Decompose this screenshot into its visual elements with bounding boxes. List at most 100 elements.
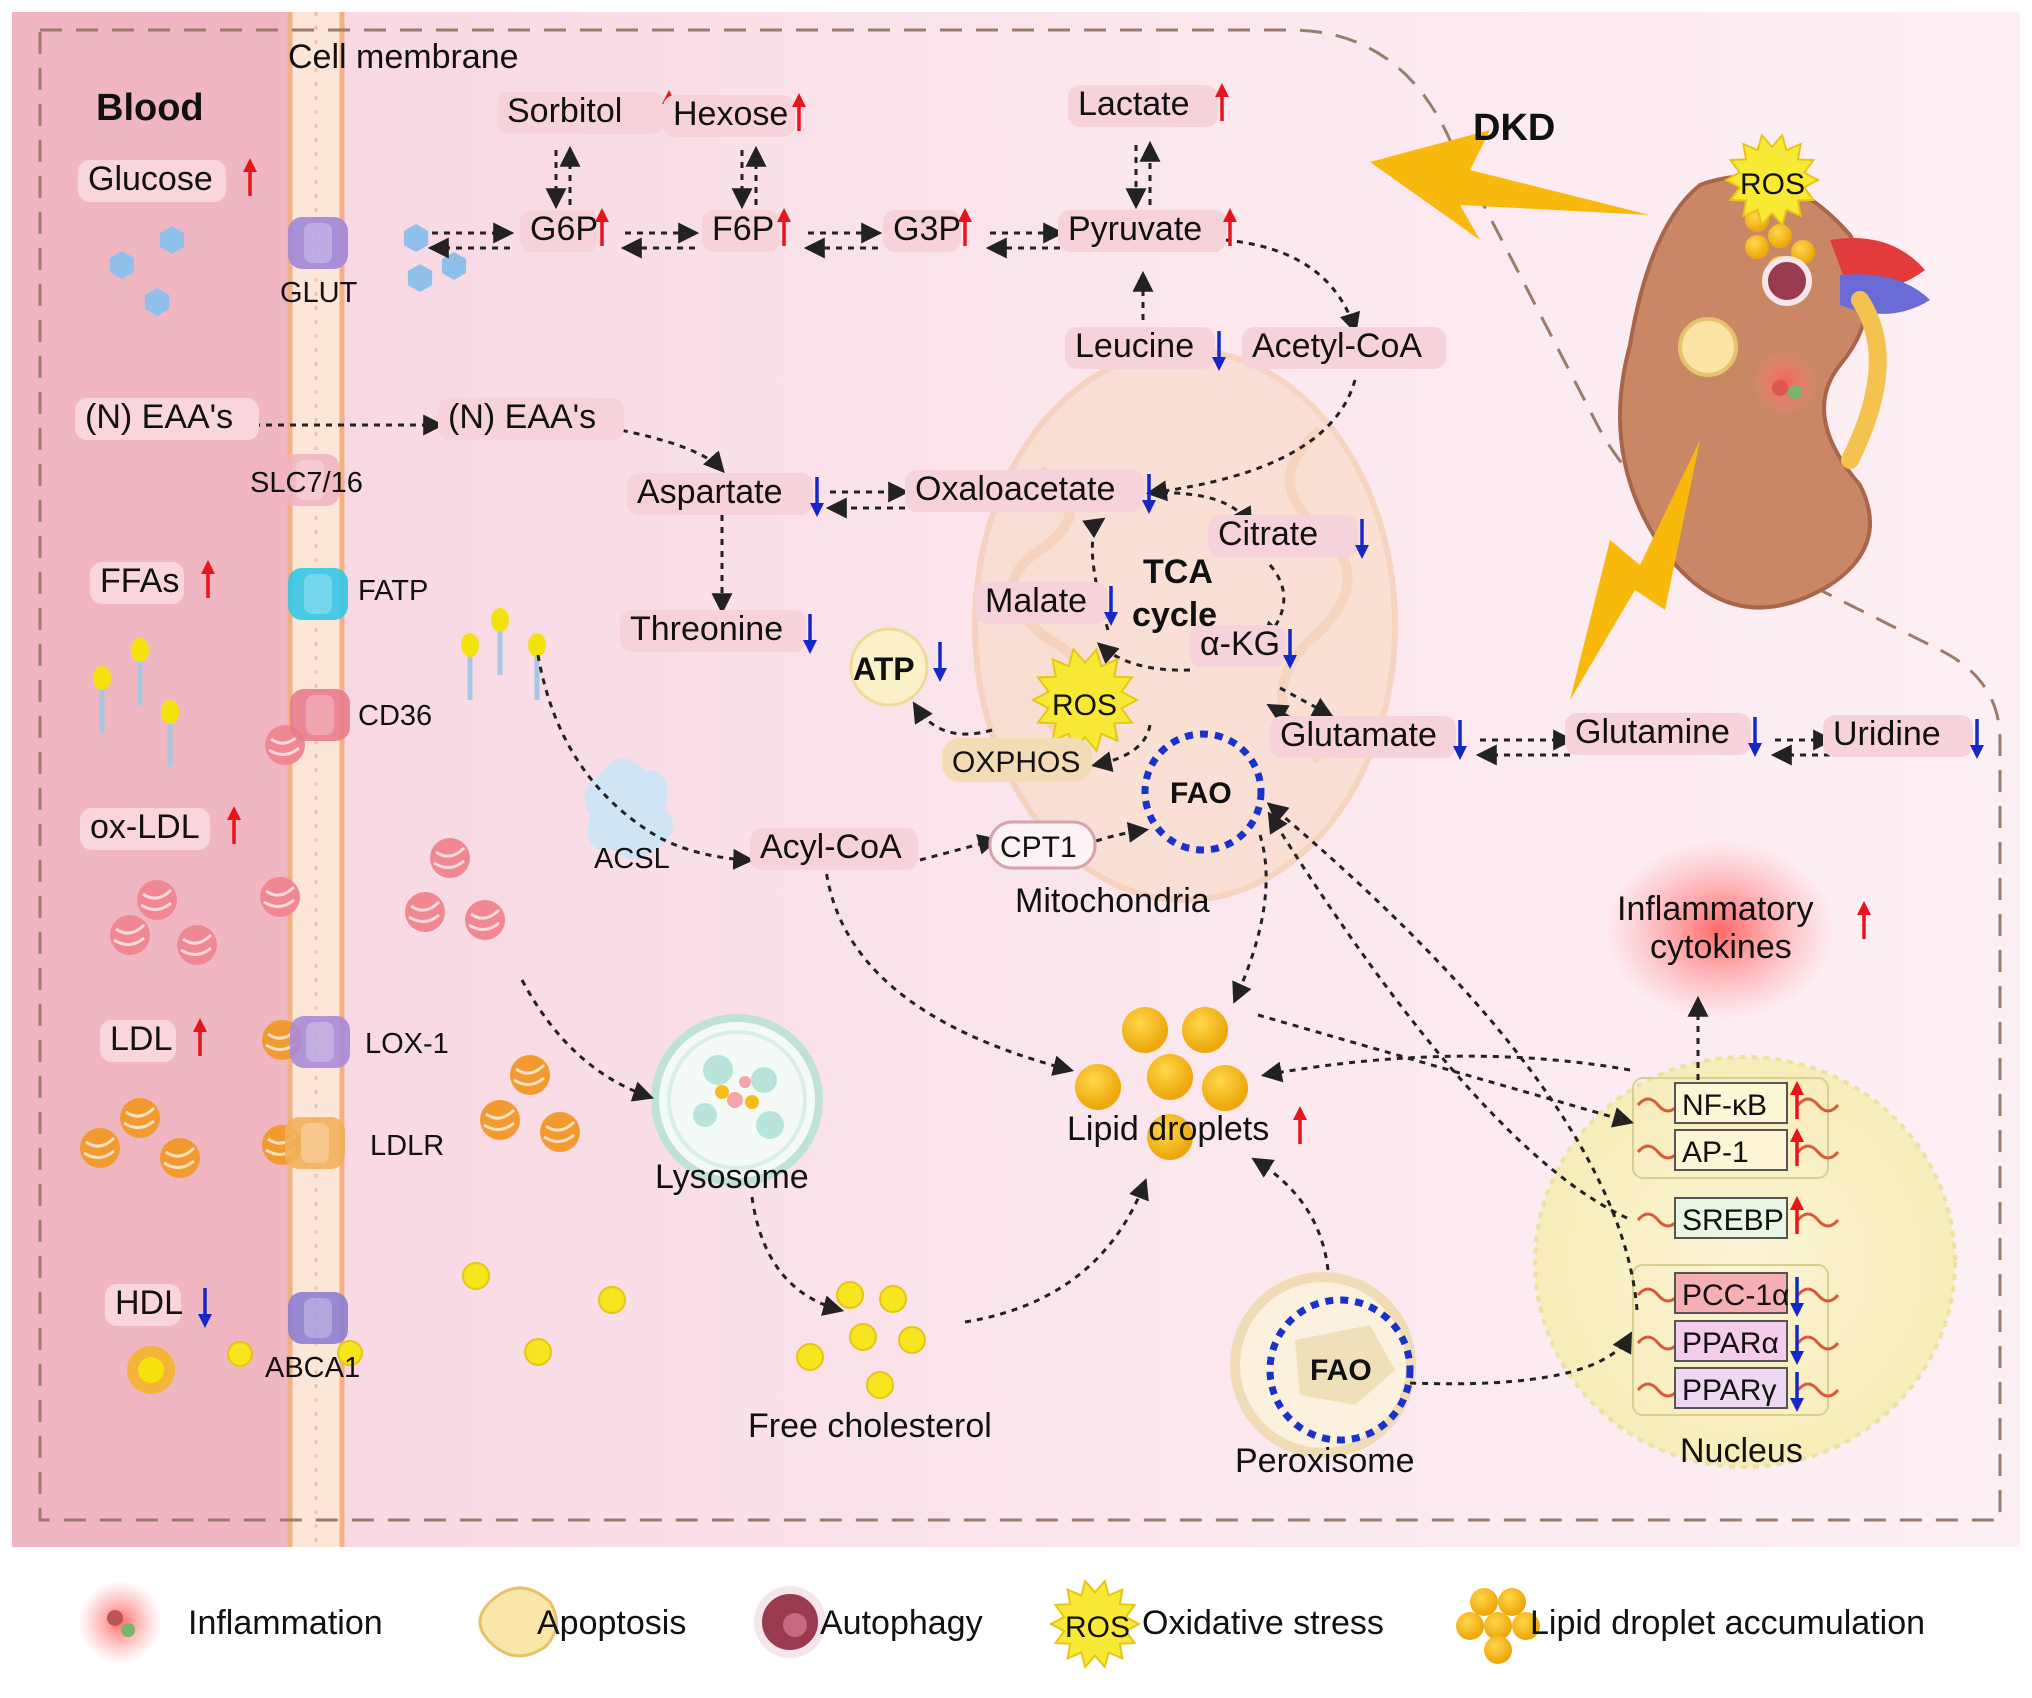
dna-strand (1636, 1144, 1840, 1160)
nucleus-factor-ppar-: PPARγ (1636, 1367, 1840, 1412)
legend-item-2: Autophagy (754, 1586, 983, 1658)
change-arrow-up (1790, 1081, 1804, 1119)
ros-burst (1048, 1579, 1142, 1669)
peroxisome-organelle (1230, 1272, 1416, 1458)
ros-burst (1030, 647, 1140, 753)
metabolite-uridine: Uridine (1823, 715, 1984, 759)
metabolite-pill (1565, 713, 1751, 755)
metabolite-aspartate: Aspartate (627, 473, 824, 517)
metabolite-label: Aspartate (637, 473, 783, 511)
change-arrow-up (1790, 1128, 1804, 1166)
factor-box (1674, 1367, 1788, 1409)
metabolite-pill (1068, 85, 1218, 127)
ros-label: ROS (1740, 168, 1805, 201)
pathway-arrow (1232, 834, 1268, 1004)
glucose-hexagon (144, 288, 170, 316)
cytokine-inflammation-glow (1605, 840, 1835, 1020)
tca-label-2: cycle (1132, 596, 1217, 634)
metabolite-oxaloacetate: Oxaloacetate (905, 470, 1156, 514)
blood-pill (75, 398, 259, 440)
pathway-arrow (1279, 686, 1334, 717)
metabolite-label: Citrate (1218, 515, 1318, 553)
factor-box (1674, 1320, 1788, 1362)
glucose-hexagon (109, 251, 135, 279)
metabolite-pill (1270, 716, 1456, 758)
factor-label: NF-κB (1682, 1089, 1767, 1122)
metabolite-hexose: Hexose (663, 93, 806, 137)
ldl-particle (120, 1098, 160, 1138)
metabolite-label: F6P (712, 210, 774, 248)
metabolite-label: Acyl-CoA (760, 828, 902, 866)
ox-ldl-particle (177, 925, 217, 965)
cpt1-badge: CPT1 (988, 820, 1097, 870)
metabolite-pill (702, 210, 780, 252)
legend-label: Apoptosis (537, 1604, 686, 1642)
fatty-acid (461, 633, 479, 700)
dna-strand (1636, 1212, 1840, 1228)
nucleus-title: Nucleus (1680, 1432, 1803, 1470)
change-arrow-down (1283, 629, 1297, 669)
ldl-particle (160, 1138, 200, 1178)
transporter-fatp: FATP (288, 568, 428, 620)
metabolite-label: Sorbitol (507, 92, 622, 130)
free-cholesterol-label: Free cholesterol (748, 1407, 992, 1445)
transporter-ldlr: LDLR (285, 1117, 444, 1169)
pathway-arrow (823, 861, 1075, 1076)
metabolite-pyruvate: Pyruvate (1058, 208, 1237, 252)
dna-strand (1636, 1287, 1840, 1303)
metabolite-label: Glutamate (1280, 716, 1437, 754)
fao-ring-mito (1141, 730, 1265, 854)
acsl-label: ACSL (594, 843, 670, 875)
change-arrow-up (777, 208, 791, 246)
glucose-hexagon (159, 226, 185, 254)
glucose-hexagon (407, 264, 433, 292)
ros-badge-kidney: ROS (1723, 133, 1821, 227)
transporter-abca1: ABCA1 (265, 1292, 360, 1384)
free-cholesterol-dot (866, 1371, 894, 1399)
pathway-arrow (520, 979, 654, 1102)
change-arrow-down (810, 477, 824, 517)
pathway-arrow (750, 1196, 845, 1316)
metabolite-label: α-KG (1200, 625, 1280, 663)
metabolite-label: Leucine (1075, 327, 1194, 365)
lipid-droplet (1122, 1007, 1168, 1053)
metabolite-label: (N) EAA's (448, 398, 596, 436)
metabolite-glutamate: Glutamate (1270, 716, 1467, 760)
atp-badge: ATP (849, 627, 947, 707)
pathway-arrow (536, 654, 755, 870)
transporter-shape (290, 1016, 350, 1068)
dkd-title: DKD (1473, 107, 1555, 149)
transporter-slc7-16: SLC7/16 (250, 454, 363, 506)
free-cholesterol-dot (836, 1281, 864, 1309)
change-arrow-down (803, 614, 817, 654)
nf-group-box (1632, 1264, 1829, 1416)
ros-badge-mito: ROS (1030, 647, 1140, 753)
ldl-particle (540, 1112, 580, 1152)
nucleus-factor-ap-1: AP-1 (1636, 1128, 1840, 1171)
change-arrow-up (1857, 901, 1871, 939)
change-arrow-up (1293, 1106, 1307, 1144)
metabolite-pill (620, 610, 806, 652)
blood-pill (105, 1284, 181, 1326)
legend-label: Inflammation (188, 1604, 383, 1642)
kidney-illustration (1618, 174, 1930, 610)
glucose-hexagon (403, 224, 429, 252)
pathway-arrow (1266, 802, 1639, 1311)
factor-box (1674, 1082, 1788, 1124)
blood-item-ox-ldl: ox-LDL (80, 806, 241, 850)
metabolite-pill (1242, 327, 1446, 369)
autophagy-icon (754, 1586, 826, 1658)
change-arrow-down (1970, 719, 1984, 759)
metabolite-label: Acetyl-CoA (1252, 327, 1422, 365)
metabolite-label: G6P (530, 210, 598, 248)
ox-ldl-particle (465, 900, 505, 940)
lipid-droplet (1202, 1065, 1248, 1111)
blood-item-hdl: HDL (105, 1284, 212, 1328)
change-arrow-up (958, 208, 972, 246)
ldl-particle (480, 1100, 520, 1140)
lipid-droplet (1147, 1054, 1193, 1100)
ros-icon: ROS (1048, 1579, 1142, 1669)
